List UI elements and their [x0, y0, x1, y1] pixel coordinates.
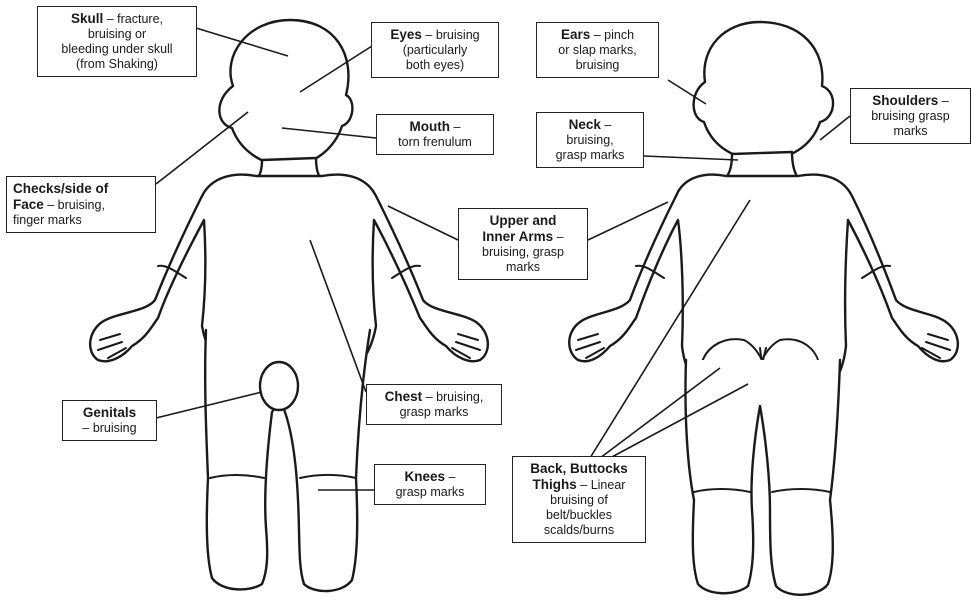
eyes-text-1: – bruising: [422, 28, 480, 42]
knees-text-1: –: [445, 470, 455, 484]
eyes-label: Eyes – bruising (particularly both eyes): [371, 22, 499, 78]
skull-text-2: bruising or: [88, 27, 146, 41]
skull-text-3: bleeding under skull: [61, 42, 172, 56]
neck-text-1: –: [601, 118, 611, 132]
knees-title: Knees: [405, 469, 446, 484]
back-text-2: bruising of: [550, 493, 608, 507]
arms-title-2: Inner Arms: [482, 229, 553, 244]
front-genitals-shape: [260, 362, 298, 410]
arms-text-3: marks: [506, 260, 540, 274]
back-text-4: scalds/burns: [544, 523, 614, 537]
back-text-1: – Linear: [577, 478, 626, 492]
shoulders-title: Shoulders: [872, 93, 938, 108]
arms-text-2: bruising, grasp: [482, 245, 564, 259]
skull-text-1: – fracture,: [103, 12, 163, 26]
knees-text-2: grasp marks: [396, 485, 465, 499]
skull-title: Skull: [71, 11, 103, 26]
genitals-text-1: – bruising: [82, 421, 136, 435]
front-figure: [90, 20, 488, 591]
eyes-text-3: both eyes): [406, 58, 464, 72]
eyes-text-2: (particularly: [403, 43, 468, 57]
arms-pointer-back: [588, 202, 668, 240]
cheeks-title-2: Face: [13, 197, 44, 212]
arms-text-1: –: [553, 230, 563, 244]
neck-title: Neck: [569, 117, 601, 132]
shoulders-label: Shoulders – bruising grasp marks: [850, 88, 971, 144]
shoulders-text-1: –: [938, 94, 948, 108]
mouth-title: Mouth: [410, 119, 450, 134]
chest-label: Chest – bruising, grasp marks: [366, 384, 502, 425]
back-legs: [685, 360, 840, 595]
back-head: [694, 22, 833, 160]
cheeks-pointer: [156, 112, 248, 184]
arms-title-1: Upper and: [490, 213, 557, 228]
shoulders-text-3: marks: [893, 124, 927, 138]
mouth-text-1: –: [450, 120, 460, 134]
ears-text-1: – pinch: [590, 28, 634, 42]
ears-title: Ears: [561, 27, 590, 42]
chest-text-2: grasp marks: [400, 405, 469, 419]
chest-title: Chest: [385, 389, 423, 404]
cheeks-text-1: – bruising,: [44, 198, 105, 212]
cheeks-text-2: finger marks: [13, 213, 82, 227]
knees-label: Knees – grasp marks: [374, 464, 486, 505]
mouth-text-2: torn frenulum: [398, 135, 472, 149]
arms-pointer-front: [388, 206, 458, 240]
back-title-1: Back, Buttocks: [530, 461, 628, 476]
back-text-3: belt/buckles: [546, 508, 612, 522]
ears-label: Ears – pinch or slap marks, bruising: [536, 22, 659, 78]
shoulders-text-2: bruising grasp: [871, 109, 950, 123]
genitals-title: Genitals: [83, 405, 136, 420]
mouth-label: Mouth – torn frenulum: [376, 114, 494, 155]
chest-text-1: – bruising,: [422, 390, 483, 404]
cheeks-title-1: Checks/side of: [13, 181, 108, 196]
neck-pointer: [644, 156, 738, 160]
neck-label: Neck – bruising, grasp marks: [536, 112, 644, 168]
back-label: Back, Buttocks Thighs – Linear bruising …: [512, 456, 646, 543]
back-title-2: Thighs: [533, 477, 577, 492]
arms-label: Upper and Inner Arms – bruising, grasp m…: [458, 208, 588, 280]
cheeks-label: Checks/side of Face – bruising, finger m…: [6, 176, 156, 233]
neck-text-2: bruising,: [566, 133, 613, 147]
eyes-title: Eyes: [390, 27, 422, 42]
neck-text-3: grasp marks: [556, 148, 625, 162]
genitals-label: Genitals – bruising: [62, 400, 157, 441]
skull-label: Skull – fracture, bruising or bleeding u…: [37, 6, 197, 77]
ears-text-2: or slap marks,: [558, 43, 637, 57]
skull-text-4: (from Shaking): [76, 57, 158, 71]
ears-text-3: bruising: [576, 58, 620, 72]
back-neck: [726, 152, 798, 178]
